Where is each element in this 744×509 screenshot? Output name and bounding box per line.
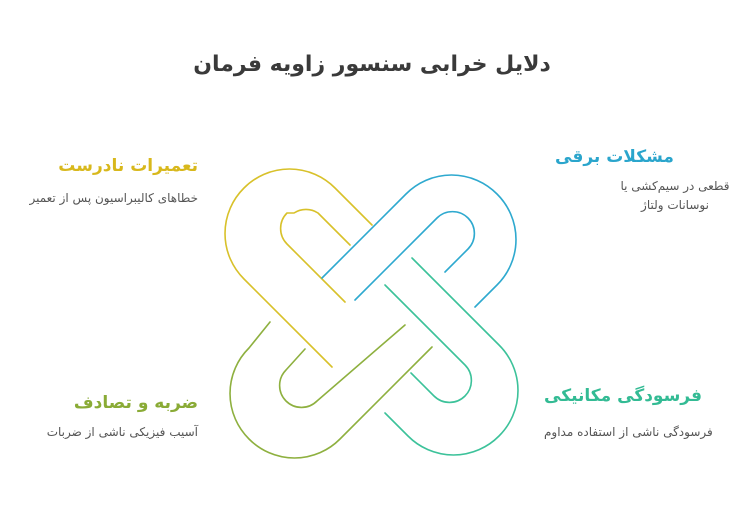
knot-lobe-bottom-right	[384, 257, 519, 456]
knot-lobe-top-right	[321, 174, 517, 308]
knot-lobe-top-left	[224, 168, 373, 368]
reason-text-electrical: قطعی در سیم‌کشی یا نوسانات ولتاژ	[615, 177, 735, 215]
reason-text-impact: آسیب فیزیکی ناشی از ضربات	[46, 425, 198, 439]
reason-block-mechanical-wear: فرسودگی مکانیکی فرسودگی ناشی از استفاده …	[544, 386, 734, 442]
reason-heading-improper-repair: تعمیرات نادرست	[58, 156, 198, 176]
reason-block-impact: ضربه و تصادف آسیب فیزیکی ناشی از ضربات	[8, 393, 198, 442]
reason-text-electrical-line2: نوسانات ولتاژ	[641, 198, 709, 212]
reason-heading-electrical: مشکلات برقی	[555, 147, 674, 167]
reason-heading-mechanical-wear: فرسودگی مکانیکی	[544, 386, 703, 406]
reason-text-improper-repair: خطاهای کالیبراسیون پس از تعمیر	[29, 191, 198, 205]
reason-heading-impact: ضربه و تصادف	[73, 393, 198, 413]
reason-block-improper-repair: تعمیرات نادرست خطاهای کالیبراسیون پس از …	[8, 156, 198, 208]
knot-lobe-bottom-left	[229, 321, 433, 459]
reason-text-mechanical-wear: فرسودگی ناشی از استفاده مداوم	[544, 425, 713, 439]
diagram-title: دلایل خرابی سنسور زاویه فرمان	[193, 52, 551, 77]
reason-text-electrical-line1: قطعی در سیم‌کشی یا	[620, 179, 730, 193]
reason-block-electrical: مشکلات برقی قطعی در سیم‌کشی یا نوسانات و…	[555, 147, 735, 215]
